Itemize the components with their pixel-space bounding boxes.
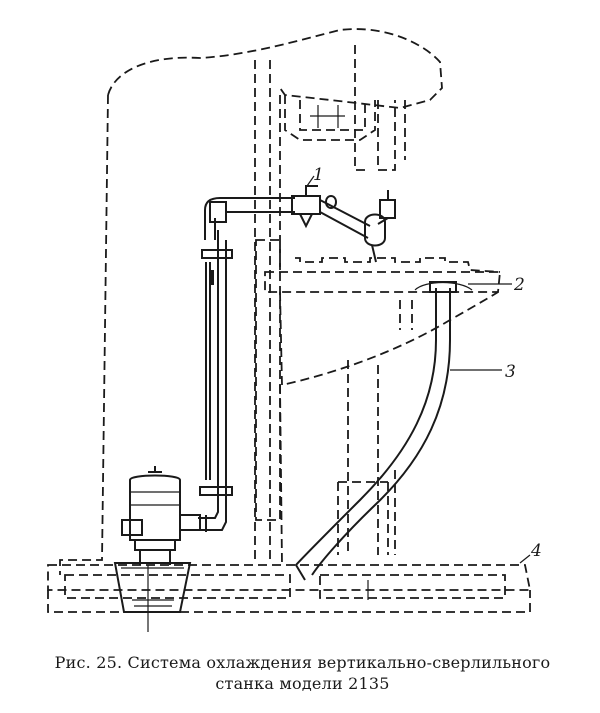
coolant-pipe-vertical [198,230,233,532]
coolant-pipe-horizontal [204,197,295,240]
label-1: 1 [313,165,324,185]
coolant-valve-1 [291,185,321,229]
label-4: 4 [530,541,542,561]
caption-line-1: Рис. 25. Система охлаждения вертикально-… [54,653,551,672]
machine-base-outline [47,564,532,632]
work-table-outline [264,257,501,387]
articulated-nozzle [319,190,396,263]
machine-column-outline [59,28,443,575]
coolant-pump [121,466,201,565]
coolant-tank [113,562,192,613]
spindle-head-outline [284,45,406,171]
table-support-outline [337,360,396,555]
label-3: 3 [505,362,516,382]
coolant-system-diagram: 1 2 3 4 [47,28,542,632]
coolant-return-hose-3 [294,281,457,581]
figure-caption: Рис. 25. Система охлаждения вертикально-… [30,652,575,694]
caption-line-2: станка модели 2135 [215,674,390,693]
leader-lines [306,175,531,564]
label-2: 2 [513,275,525,295]
